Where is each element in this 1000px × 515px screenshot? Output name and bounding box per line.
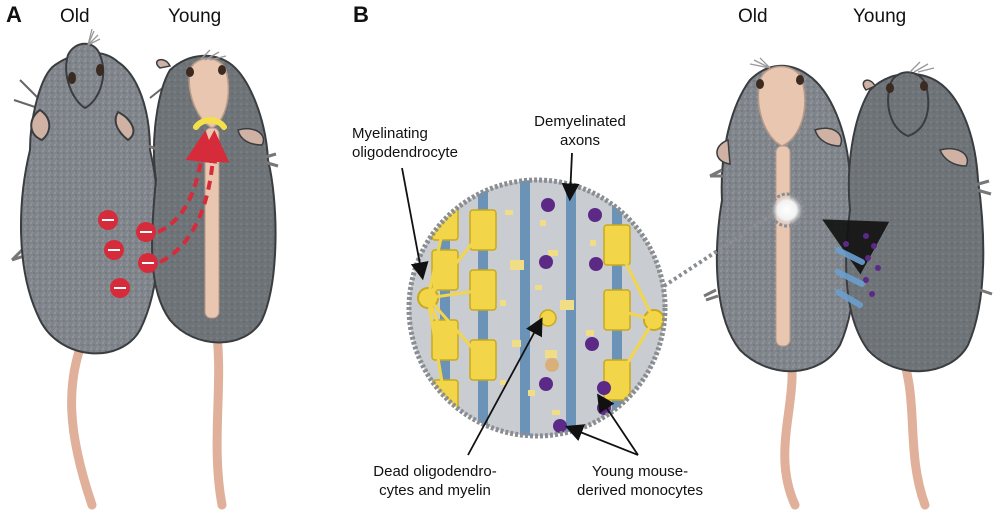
callout-demyelinated-line1: Demyelinated: [534, 113, 626, 130]
callout-monocytes-line2: derived monocytes: [577, 482, 703, 499]
callout-monocytes-line1: Young mouse-: [591, 463, 689, 480]
panel-b-young-label: Young: [853, 6, 907, 27]
callout-myelinating: Myelinating oligodendrocyte: [352, 124, 492, 162]
panel-a-red-cells: [98, 210, 158, 298]
panel-b-old-label: Old: [738, 6, 768, 27]
panel-b-young-mouse: [845, 61, 993, 510]
red-cell: [104, 240, 124, 260]
callout-demyelinated: Demyelinated axons: [520, 112, 640, 150]
panel-a-old-mouse: [10, 28, 171, 510]
callout-dead-line2: cytes and myelin: [379, 482, 491, 499]
panel-b-old-mouse: [703, 57, 857, 510]
panel-a-label: A: [6, 2, 22, 27]
red-cell: [110, 278, 130, 298]
callout-dead-line1: Dead oligodendro-: [373, 463, 497, 480]
panel-a-old-label: Old: [60, 6, 90, 27]
panel-b-label: B: [353, 2, 369, 27]
callout-demyelinated-line2: axons: [559, 132, 601, 149]
red-cell: [138, 253, 158, 273]
panel-a-young-mouse: [147, 49, 279, 510]
panel-a-young-label: Young: [168, 6, 222, 27]
callout-dead: Dead oligodendro- cytes and myelin: [355, 462, 515, 500]
panel-b-inset: [406, 177, 668, 439]
panel-a: [10, 28, 279, 510]
callout-myelinating-line2: oligodendrocyte: [352, 144, 458, 161]
panel-b: [401, 57, 993, 510]
red-cell: [136, 222, 156, 242]
callout-monocytes: Young mouse- derived monocytes: [560, 462, 720, 500]
panel-a-migration-arrows: [157, 130, 230, 264]
callout-arrows: [401, 152, 639, 456]
red-cell: [98, 210, 118, 230]
callout-myelinating-line1: Myelinating: [352, 125, 428, 142]
panel-b-monocyte-migration: [822, 219, 890, 308]
